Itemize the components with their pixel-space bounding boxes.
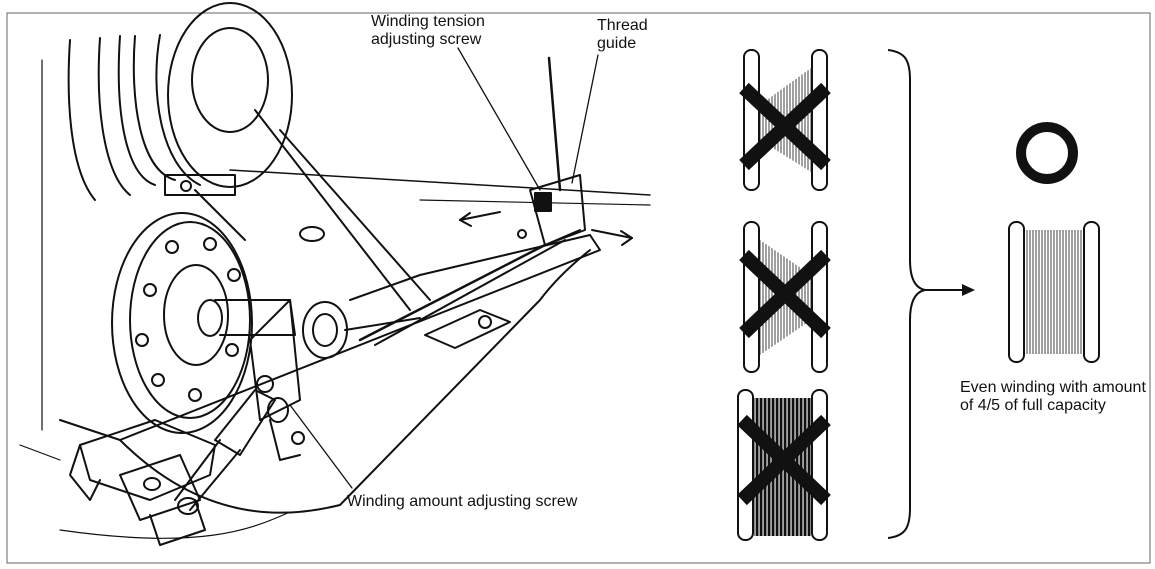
x-mark-icon — [737, 414, 831, 506]
circle-mark-icon — [1016, 122, 1078, 184]
x-mark-icon — [739, 249, 831, 339]
diagram-border — [6, 12, 1151, 564]
winding-tension-label: Winding tension adjusting screw — [371, 13, 485, 48]
incorrect-bobbin-3 — [737, 389, 831, 541]
bobbin-winder-illustration — [19, 2, 651, 546]
x-mark-icon — [739, 82, 831, 171]
even-winding-caption: Even winding with amount of 4/5 of full … — [960, 379, 1146, 414]
winding-amount-label: Winding amount adjusting screw — [347, 493, 578, 510]
thread-guide-label: Thread guide — [597, 17, 648, 52]
incorrect-bobbin-2 — [739, 221, 831, 373]
incorrect-bobbin-1 — [739, 49, 831, 191]
result-arrow-icon — [925, 284, 975, 296]
grouping-brace — [887, 49, 926, 539]
correct-bobbin — [1008, 122, 1100, 363]
